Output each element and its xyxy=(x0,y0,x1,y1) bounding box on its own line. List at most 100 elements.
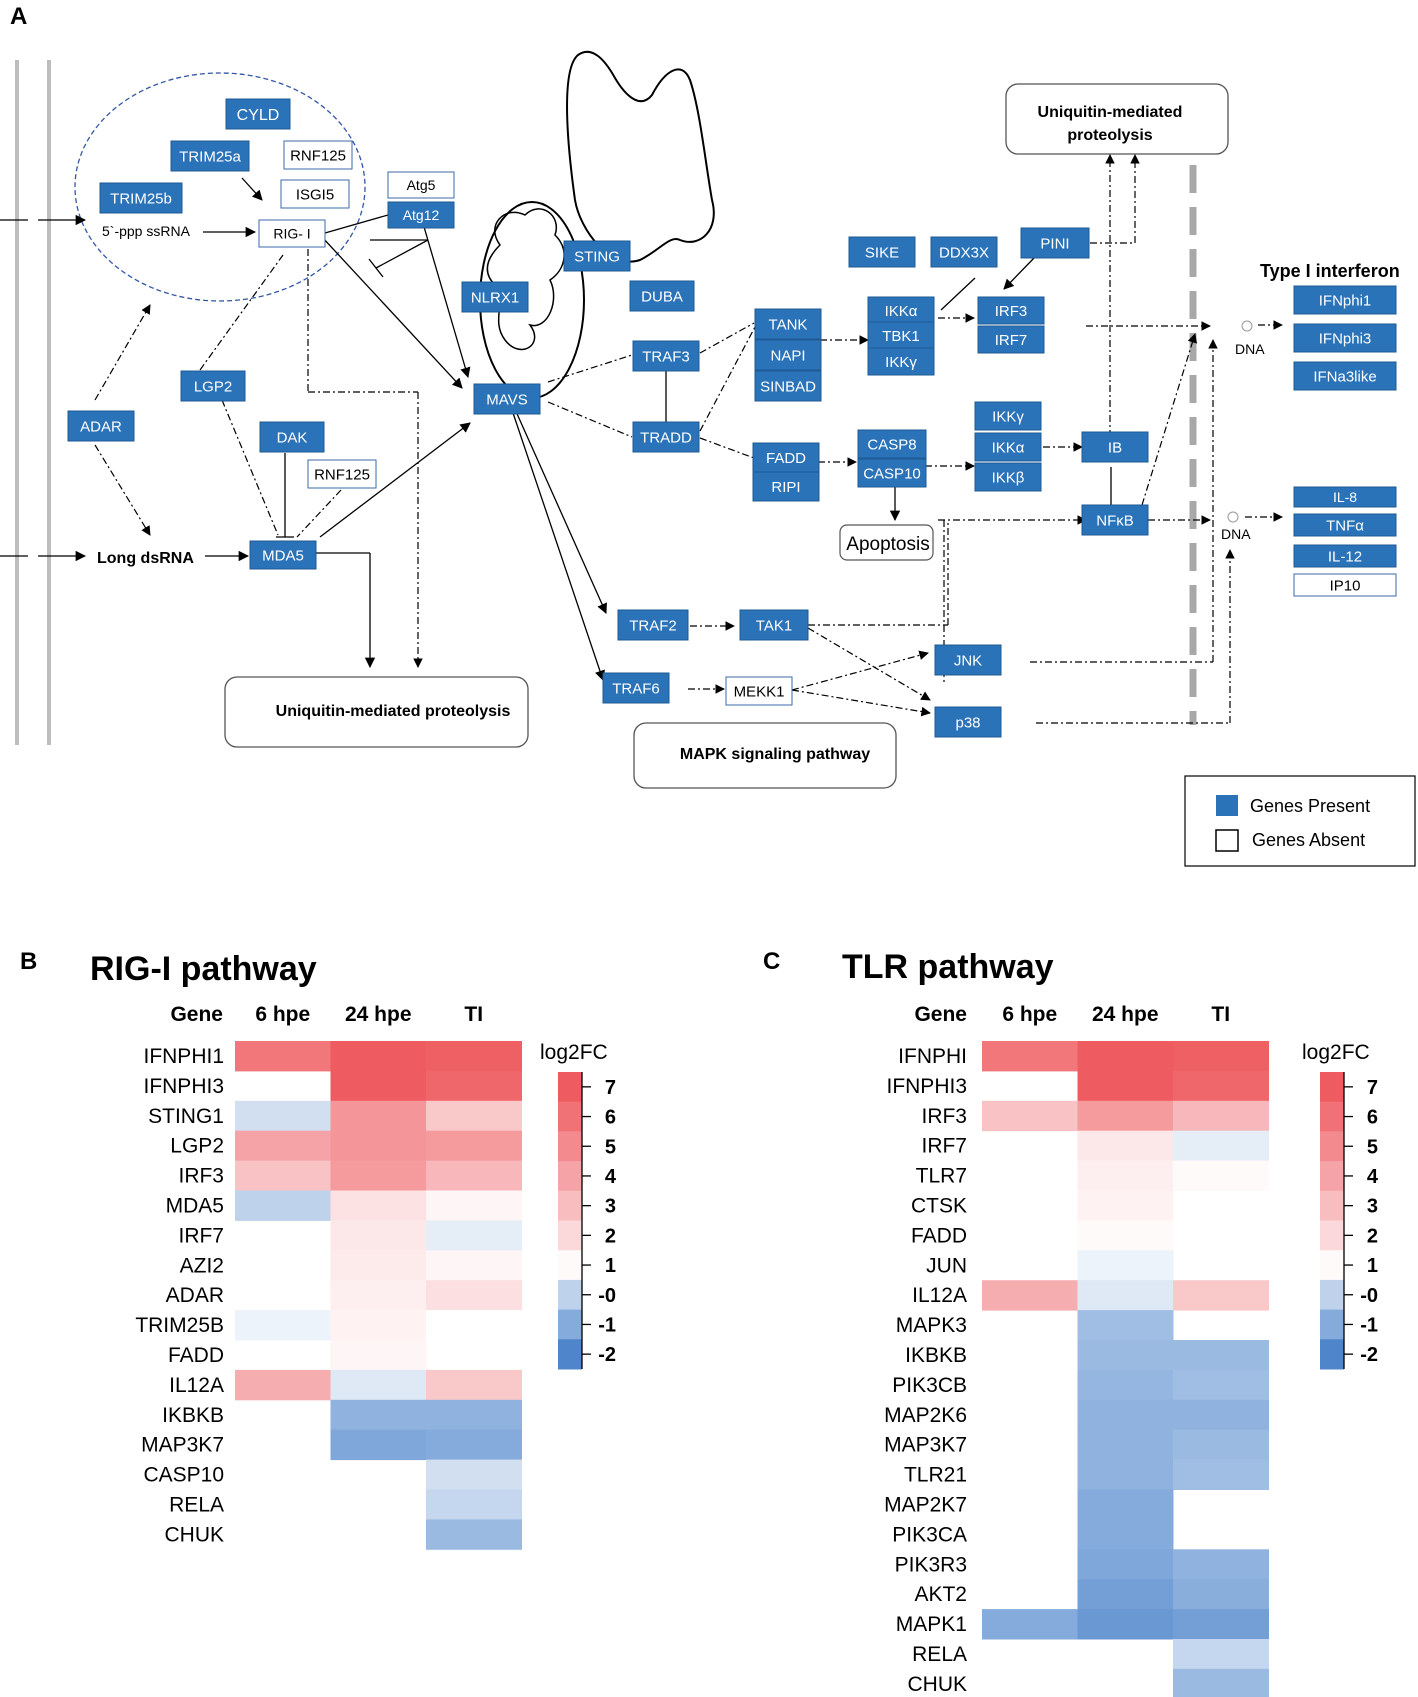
gene-node-tnfa: TNFα xyxy=(1293,513,1397,537)
rig-i-cell-azi2-3 xyxy=(426,1250,522,1281)
tlr-colorbar-swatch-6 xyxy=(1320,1220,1344,1251)
gene-box-napi xyxy=(754,339,822,371)
gene-node-sting: STING xyxy=(563,240,631,272)
rig-i-colorbar-label-3: 5 xyxy=(605,1136,616,1158)
tlr-row-label-tlr21: TLR21 xyxy=(904,1464,967,1487)
rig-i-cell-azi2-2 xyxy=(330,1250,427,1281)
rig-i-colorbar-label-8: -0 xyxy=(598,1285,616,1307)
rig-i-cell-il12a-3 xyxy=(426,1369,522,1401)
panel-label-c: C xyxy=(763,948,780,975)
gene-box-ikkb-mid xyxy=(974,462,1042,492)
tlr-cell-tlr21-2 xyxy=(1077,1459,1174,1490)
gene-label-traf2: TRAF2 xyxy=(629,617,677,634)
rig-i-cell-trim25b-2 xyxy=(330,1310,427,1341)
rig-i-row-label-ikbkb: IKBKB xyxy=(162,1404,224,1427)
gene-box-trim25b xyxy=(99,182,183,214)
edge-atg12-mavs xyxy=(421,219,471,378)
gene-label-ripi: RIPI xyxy=(771,479,800,496)
rig-i-colorbar-label-2: 6 xyxy=(605,1107,616,1129)
rig-i-colorbar-title: log2FC xyxy=(540,1041,608,1064)
tlr-colorbar-swatch-7 xyxy=(1320,1250,1344,1281)
gene-node-ifnphi3: IFNphi3 xyxy=(1293,323,1397,353)
tlr-row-label-jun: JUN xyxy=(926,1254,967,1277)
legend-swatch-present xyxy=(1216,795,1238,816)
tlr-cell-akt2-2 xyxy=(1077,1579,1174,1610)
rig-i-cell-fadd-2 xyxy=(330,1340,427,1371)
rig-i-row-label-lgp2: LGP2 xyxy=(170,1135,224,1158)
gene-node-casp10: CASP10 xyxy=(857,458,927,488)
rig-i-row-label-chuk: CHUK xyxy=(164,1523,224,1546)
tlr-heatmap-gene-header: Gene xyxy=(914,1003,967,1026)
tlr-cell-mapk1-1 xyxy=(982,1609,1078,1640)
rig-i-row-label-irf7: IRF7 xyxy=(178,1224,224,1247)
gene-label-ifnphi3: IFNphi3 xyxy=(1319,330,1372,347)
rig-i-cell-adar-2 xyxy=(330,1280,427,1311)
rig-i-colorbar-swatch-3 xyxy=(558,1131,582,1162)
tlr-cell-ifnphi-2 xyxy=(1077,1041,1174,1072)
gene-box-tbk1 xyxy=(867,321,935,350)
mapk-pathway-box xyxy=(633,722,897,789)
gene-node-pini: PINI xyxy=(1020,227,1090,259)
rig-i-row-label-trim25b: TRIM25B xyxy=(135,1314,224,1337)
gene-node-atg12: Atg12 xyxy=(387,201,455,229)
gene-node-tank: TANK xyxy=(754,308,822,340)
gene-label-ifnphi1: IFNphi1 xyxy=(1319,292,1372,309)
rig-i-row-label-adar: ADAR xyxy=(166,1284,224,1307)
gene-label-tradd: TRADD xyxy=(640,429,692,446)
tlr-row-label-pik3cb: PIK3CB xyxy=(892,1374,967,1397)
tlr-cell-ifnphi-1 xyxy=(982,1041,1078,1072)
rig-i-cell-lgp2-2 xyxy=(330,1130,427,1162)
rig-i-row-label-casp10: CASP10 xyxy=(143,1464,224,1487)
legend-label-present: Genes Present xyxy=(1250,796,1370,816)
rig-i-cell-ikbkb-3 xyxy=(426,1399,522,1431)
pathway-diagram: A Uniquitin-mediated proteolysis Uniquit… xyxy=(0,3,1416,867)
gene-node-sinbad: SINBAD xyxy=(754,370,822,402)
tlr-col-label-2: 24 hpe xyxy=(1092,1003,1159,1026)
rig-i-colorbar-swatch-5 xyxy=(558,1190,582,1221)
gene-label-ikka-top: IKKα xyxy=(885,303,918,320)
gene-node-casp8: CASP8 xyxy=(857,429,927,459)
rig-i-row-label-azi2: AZI2 xyxy=(180,1254,224,1277)
gene-label-sike: SIKE xyxy=(865,244,899,261)
ubiquitin-proteolysis-label-bottom: Uniquitin-mediated proteolysis xyxy=(276,703,511,720)
mitochondrion-cristae xyxy=(486,208,565,351)
gene-box-jnk xyxy=(934,644,1002,676)
tlr-colorbar-label-3: 5 xyxy=(1367,1136,1378,1158)
rig-i-col-label-2: 24 hpe xyxy=(345,1003,412,1026)
edge-mavs-traf3 xyxy=(547,354,633,383)
long-dsrna-label: Long dsRNA xyxy=(97,550,194,567)
edge-mavs-traf2 xyxy=(513,406,607,614)
gene-label-irf3: IRF3 xyxy=(995,303,1028,320)
gene-box-atg12 xyxy=(387,201,455,229)
rig-i-colorbar-label-7: 1 xyxy=(605,1255,616,1277)
edge-nfkb-dna-top xyxy=(1141,333,1198,506)
gene-label-sinbad: SINBAD xyxy=(760,378,816,395)
gene-label-il8: IL-8 xyxy=(1333,489,1357,505)
tlr-colorbar-swatch-9 xyxy=(1320,1309,1344,1340)
rig-i-cell-mda5-3 xyxy=(426,1190,522,1221)
tlr-row-label-fadd: FADD xyxy=(911,1224,967,1247)
tlr-row-label-akt2: AKT2 xyxy=(914,1583,967,1606)
edge-atg-inhibit-bar xyxy=(368,258,384,278)
tlr-cell-map2k7-2 xyxy=(1077,1489,1174,1520)
type-i-interferon-label: Type I interferon xyxy=(1260,261,1400,281)
rig-i-cell-ifnphi1-3 xyxy=(426,1041,522,1072)
gene-node-fadd: FADD xyxy=(752,442,820,473)
tlr-colorbar-swatch-5 xyxy=(1320,1190,1344,1221)
gene-label-irf7: IRF7 xyxy=(995,332,1028,349)
gene-box-irf7 xyxy=(977,325,1045,354)
gene-label-atg12: Atg12 xyxy=(403,207,440,223)
rig-i-cell-trim25b-1 xyxy=(235,1310,331,1341)
gene-node-ikka-top: IKKα xyxy=(867,296,935,325)
gene-node-ip10: IP10 xyxy=(1293,573,1397,597)
tlr-row-label-ctsk: CTSK xyxy=(911,1194,967,1217)
gene-label-il12: IL-12 xyxy=(1328,548,1362,565)
gene-label-ib: IB xyxy=(1108,439,1122,456)
gene-label-sting: STING xyxy=(574,248,620,265)
rig-i-colorbar-swatch-9 xyxy=(558,1309,582,1340)
rig-i-col-label-1: 6 hpe xyxy=(255,1003,310,1026)
tlr-colorbar-label-9: -1 xyxy=(1360,1314,1378,1336)
gene-label-casp8: CASP8 xyxy=(867,436,916,453)
ubiquitin-proteolysis-box-bottom xyxy=(224,676,529,748)
gene-box-rnf125-top xyxy=(283,140,353,170)
